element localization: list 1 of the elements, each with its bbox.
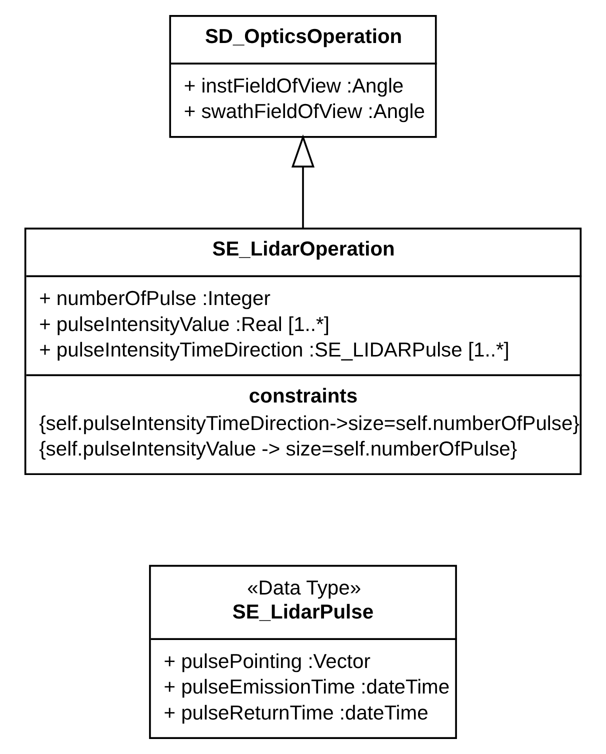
arrow — [291, 134, 315, 228]
